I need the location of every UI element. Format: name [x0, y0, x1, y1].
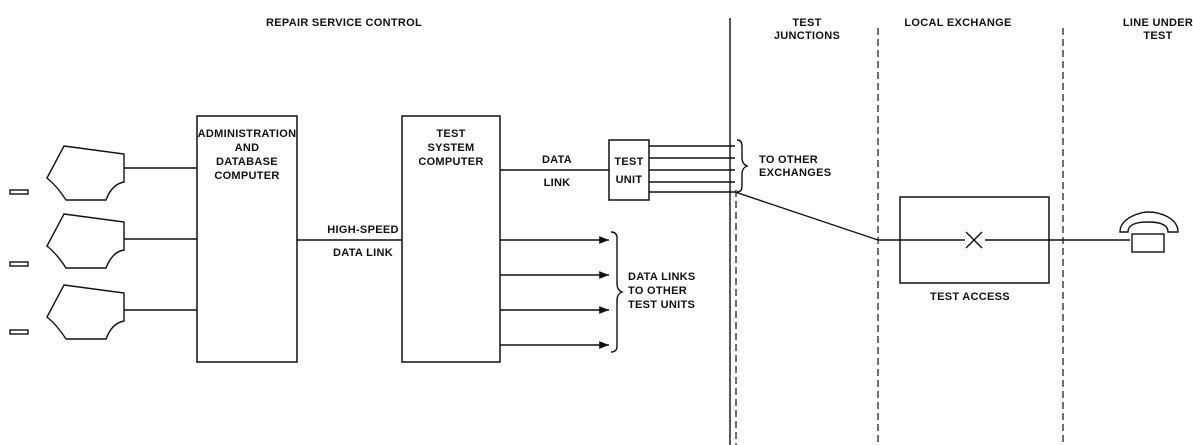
header-repair-service-control: REPAIR SERVICE CONTROL [266, 17, 422, 29]
terminal-screen-icon [46, 284, 125, 340]
test-unit-line1: TEST [614, 156, 643, 168]
test-unit-line2: UNIT [616, 174, 643, 186]
terminal-keyboard-icon [9, 261, 29, 267]
terminal-2 [9, 213, 125, 269]
to-other-exchanges-line1: TO OTHER [759, 154, 818, 166]
high-speed-label-line2: DATA LINK [333, 247, 393, 259]
header-test-junctions-line2: JUNCTIONS [774, 30, 840, 42]
header-test-junctions-line1: TEST [792, 17, 821, 29]
data-links-label-line3: TEST UNITS [628, 299, 695, 311]
admin-box-line2: AND [235, 142, 260, 154]
terminal-keyboard-icon [9, 189, 29, 195]
data-links-brace [610, 231, 624, 353]
admin-box-line3: DATABASE [216, 156, 278, 168]
test-system-computer-box [401, 115, 501, 363]
header-line-under-test-line1: LINE UNDER [1123, 17, 1193, 29]
data-link-label-line2: LINK [544, 177, 571, 189]
test-unit-box [608, 139, 650, 201]
test-system-box-line1: TEST [436, 128, 465, 140]
data-link-label-line1: DATA [542, 154, 572, 166]
exchanges-brace [736, 139, 749, 193]
data-links-label-line1: DATA LINKS [628, 271, 696, 283]
terminal-keyboard-icon [9, 329, 29, 335]
terminal-3 [9, 284, 125, 340]
admin-box-line1: ADMINISTRATION [198, 128, 297, 140]
terminal-1 [9, 145, 125, 201]
admin-database-computer-box [196, 115, 298, 363]
test-access-label: TEST ACCESS [930, 291, 1010, 303]
terminal-screen-icon [46, 145, 125, 201]
to-other-exchanges-line2: EXCHANGES [759, 167, 831, 179]
test-system-box-line3: COMPUTER [418, 156, 483, 168]
telephone-icon [1119, 211, 1179, 253]
terminal-screen-icon [46, 213, 125, 269]
cross-connect-icon-stroke-2 [965, 231, 983, 249]
header-local-exchange: LOCAL EXCHANGE [904, 17, 1011, 29]
admin-box-line4: COMPUTER [214, 170, 279, 182]
test-line-to-exchange [649, 191, 879, 241]
test-system-box-line2: SYSTEM [427, 142, 474, 154]
header-line-under-test-line2: TEST [1143, 30, 1172, 42]
data-links-label-line2: TO OTHER [628, 285, 687, 297]
high-speed-label-line1: HIGH-SPEED [327, 224, 398, 236]
